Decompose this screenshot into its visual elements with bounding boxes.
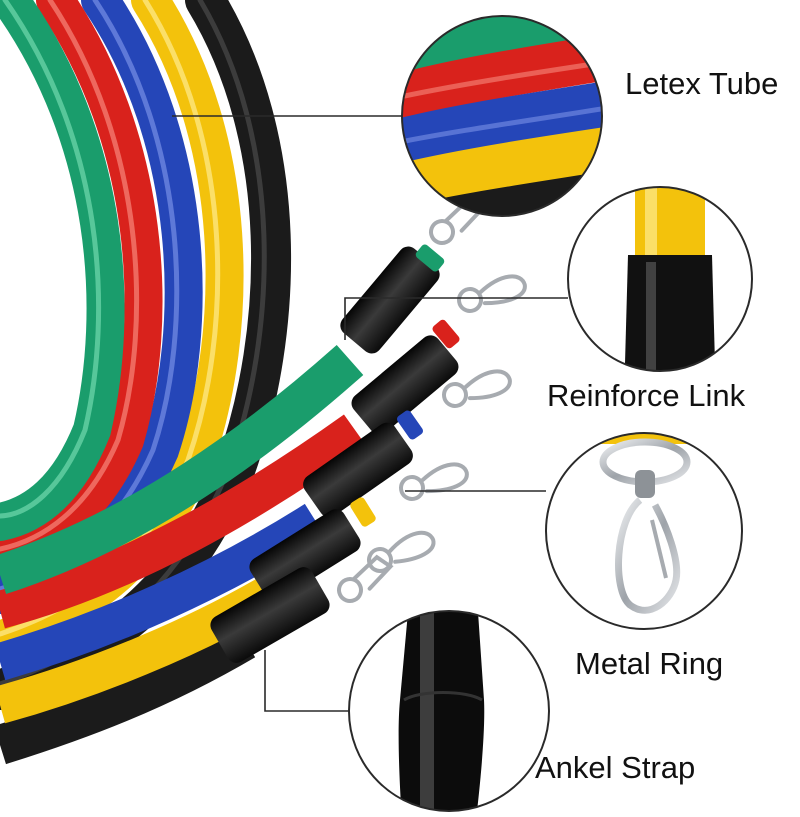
blue-sleeve	[303, 422, 413, 518]
green-band	[0, 0, 125, 541]
metal-ring-closeup	[545, 432, 743, 630]
green-sleeve	[340, 246, 440, 354]
metal-ring-label: Metal Ring	[575, 646, 724, 681]
ankle-strap-label: Ankel Strap	[535, 750, 696, 785]
carabiner-icon	[367, 530, 436, 573]
red-tip	[432, 319, 460, 349]
latex-tube-closeup	[401, 15, 603, 217]
carabiner-icon	[615, 497, 681, 614]
yellow-tip	[350, 497, 376, 527]
black-sleeve	[210, 567, 330, 663]
yellow-sleeve	[249, 509, 361, 601]
red-sleeve	[351, 335, 459, 435]
latex-tube-label: Letex Tube	[625, 66, 779, 101]
blue-band-end	[0, 503, 326, 681]
leader-lines	[172, 115, 568, 712]
carabiner-icon	[457, 274, 527, 313]
carabiner-icon	[442, 369, 512, 408]
black-band-end	[0, 622, 256, 765]
red-band	[0, 0, 163, 574]
reinforce-link-label: Reinforce Link	[547, 378, 746, 413]
ankle-strap-closeup	[348, 610, 550, 812]
blue-tip	[396, 410, 424, 440]
carabiner-icon	[337, 554, 394, 603]
sleeves	[210, 244, 460, 663]
red-band-end	[0, 414, 367, 629]
carabiner-icon	[399, 462, 469, 501]
red-band-highlight	[0, 0, 140, 552]
green-band-end	[0, 345, 364, 595]
leader-line-link	[344, 297, 568, 340]
green-tip	[415, 244, 445, 272]
leader-line-strap	[264, 650, 349, 712]
metal-clips	[337, 196, 527, 603]
reinforce-link-closeup	[567, 186, 753, 372]
green-band-highlight	[0, 0, 102, 519]
